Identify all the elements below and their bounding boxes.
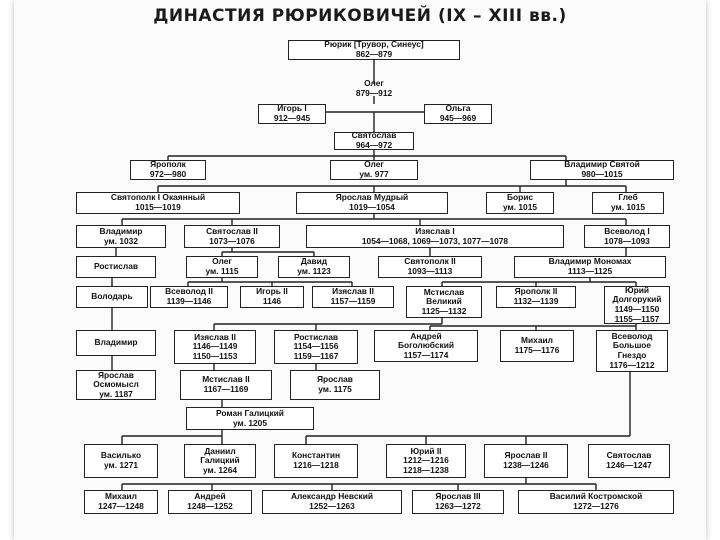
izyaslav-i-box: Изяслав I 1054—1068, 1069—1073, 1077—107…	[306, 225, 564, 248]
mikhail-1176-box: Михаил 1175—1176	[500, 330, 574, 362]
svyatopolk-ii-box: Святополк II 1093—1113	[378, 256, 482, 278]
yaroslav-iii-box: Ярослав III 1263—1272	[412, 490, 504, 514]
alexandr-nevsky-box: Александр Невский 1252—1263	[262, 490, 402, 514]
mstislav-ii-box: Мстислав II 1167—1169	[180, 370, 272, 400]
svyatopolk-box: Святополк I Окаянный 1015—1019	[76, 192, 240, 214]
boris-box: Борис ум. 1015	[486, 192, 554, 214]
oleg-1115-box: Олег ум. 1115	[186, 256, 258, 278]
gleb-box: Глеб ум. 1015	[592, 192, 664, 214]
olga-box: Ольга 945—969	[424, 104, 492, 124]
rostislav-box: Ростислав	[76, 256, 156, 278]
vladimir-low-box: Владимир	[76, 330, 156, 356]
konstantin-box: Константин 1216—1218	[274, 444, 358, 478]
diagram-title: ДИНАСТИЯ РЮРИКОВИЧЕЙ (IX – XIII вв.)	[153, 6, 567, 26]
volodar-box: Володарь	[76, 286, 148, 308]
yaroslav-osmomysl-box: Ярослав Осмомысл ум. 1187	[76, 370, 156, 400]
vasily-kostromskoy-box: Василий Костромской 1272—1276	[518, 490, 674, 514]
vsevolod-ii-box: Всеволод II 1139—1146	[150, 286, 228, 308]
yaroslav-1175-box: Ярослав ум. 1175	[290, 370, 380, 400]
svyatoslav-1247-box: Святослав 1246—1247	[588, 444, 670, 478]
yury-ii-box: Юрий II 1212—1216 1218—1238	[386, 444, 466, 478]
yury-dolgoruky-box: Юрий Долгорукий 1149—1150 1155—1157	[604, 285, 670, 324]
svyatoslav-ii-box: Святослав II 1073—1076	[184, 225, 280, 248]
yaroslav-mudry-box: Ярослав Мудрый 1019—1054	[296, 192, 448, 214]
ryurik-box: Рюрик [Трувор, Синеус] 862—879	[288, 40, 460, 60]
oleg-977-box: Олег ум. 977	[330, 160, 418, 180]
svyatoslav-box: Святослав 964—972	[334, 131, 414, 150]
vasilko-box: Василько ум. 1271	[84, 444, 158, 478]
izyaslav-ii-top-box: Изяслав II 1157—1159	[312, 286, 394, 308]
yaropolk-ii-box: Ярополк II 1132—1139	[496, 286, 576, 308]
igor-box: Игорь I 912—945	[258, 104, 326, 124]
rostislav-ii-box: Ростислав 1154—1156 1159—1167	[274, 330, 358, 364]
david-box: Давид ум. 1123	[278, 256, 350, 278]
oleg-veshchiy-box: Олег 879—912	[355, 77, 393, 98]
vsevolod-bolshoe-gnezdo-box: Всеволод Большое Гнездо 1176—1212	[596, 330, 668, 372]
mstislav-veliky-box: Мстислав Великий 1125—1132	[406, 286, 482, 318]
roman-galitsky-box: Роман Галицкий ум. 1205	[186, 407, 314, 430]
vladimir-svyatoy-box: Владимир Святой 980—1015	[530, 160, 674, 180]
andrey-1252-box: Андрей 1248—1252	[168, 490, 252, 514]
yaropolk-box: Ярополк 972—980	[130, 160, 206, 180]
vladimir-1032-box: Владимир ум. 1032	[76, 225, 166, 248]
mikhail-1248-box: Михаил 1247—1248	[84, 490, 158, 514]
vsevolod-i-box: Всеволод I 1078—1093	[584, 225, 670, 248]
andrey-bogolyubsky-box: Андрей Боголюбский 1157—1174	[374, 330, 478, 362]
vladimir-monomakh-box: Владимир Мономах 1113—1125	[514, 256, 666, 278]
izyaslav-ii-box: Изяслав II 1146—1149 1150—1153	[174, 330, 256, 364]
daniil-galitsky-box: Даниил Галицкий ум. 1264	[184, 444, 256, 478]
yaroslav-ii-box: Ярослав II 1238—1246	[484, 444, 568, 478]
igor-ii-box: Игорь II 1146	[240, 286, 304, 308]
